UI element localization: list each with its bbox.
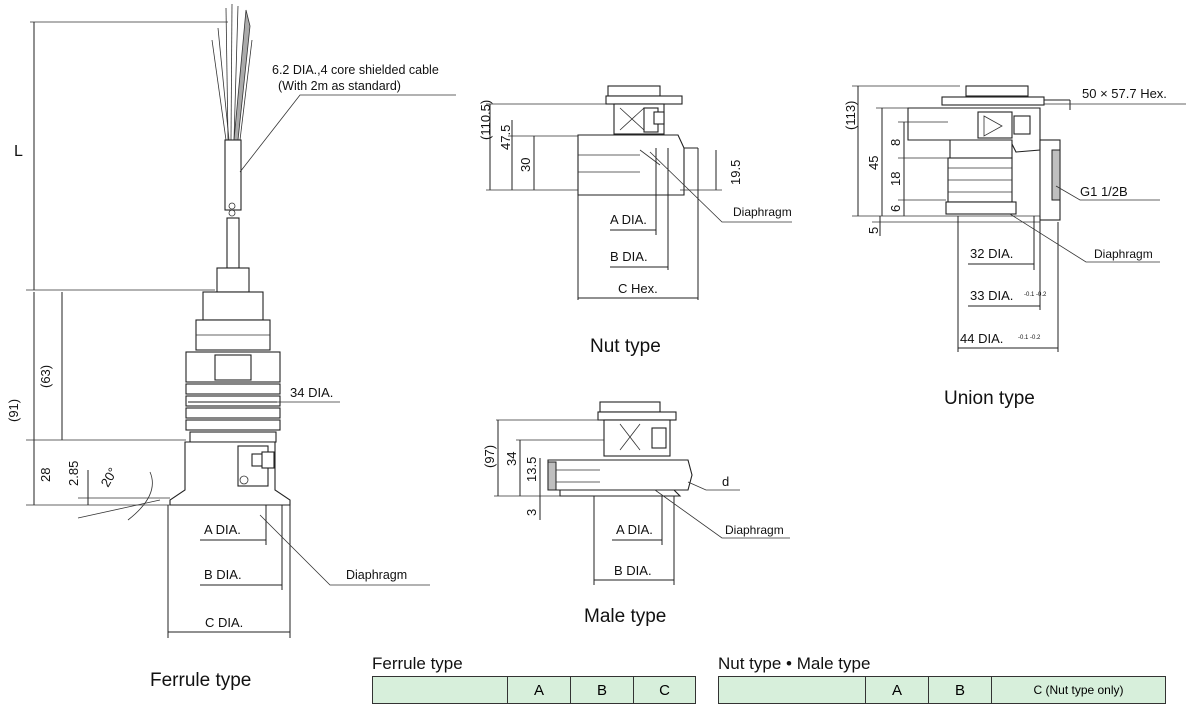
table-header-cell: C (Nut type only) [991, 676, 1166, 704]
union-dim-18: 18 [888, 172, 903, 186]
table-header-cell: A [507, 676, 571, 704]
cable-note-line2: (With 2m as standard) [278, 79, 401, 93]
nutmale-table-title: Nut type • Male type [718, 654, 871, 673]
union-dim-6: 6 [888, 205, 903, 212]
male-b-dia: B DIA. [614, 563, 652, 578]
union-dim-44dia: 44 DIA. [960, 331, 1003, 346]
union-dim-8: 8 [888, 139, 903, 146]
nut-type-title: Nut type [590, 336, 661, 357]
male-dim-135: 13.5 [524, 457, 539, 482]
ferrule-table-title: Ferrule type [372, 654, 463, 673]
ferrule-dim-91: (91) [6, 399, 21, 422]
union-thread-label: G1 1/2B [1080, 184, 1128, 199]
union-diaphragm-label: Diaphragm [1094, 247, 1153, 261]
union-dim-45: 45 [866, 156, 881, 170]
table-header-cell [718, 676, 866, 704]
table-header-cell [372, 676, 508, 704]
table-row: A B C [372, 676, 696, 704]
union-dim-44tol: -0.1 -0.2 [1018, 335, 1041, 341]
nut-b-dia: B DIA. [610, 249, 648, 264]
ferrule-b-dia: B DIA. [204, 567, 242, 582]
nut-dim-1105: (110.5) [478, 100, 493, 140]
union-dim-113: (113) [843, 101, 858, 130]
union-hex-label: 50 × 57.7 Hex. [1082, 86, 1167, 101]
nut-dim-195: 19.5 [728, 160, 743, 185]
nut-c-hex: C Hex. [618, 281, 658, 296]
union-dim-32dia: 32 DIA. [970, 246, 1013, 261]
table-header-cell: B [570, 676, 634, 704]
male-type-title: Male type [584, 606, 666, 627]
male-d-label: d [722, 474, 729, 489]
table-header-cell: B [928, 676, 992, 704]
ferrule-dim-34dia: 34 DIA. [290, 385, 333, 400]
table-row: A B C (Nut type only) [718, 676, 1166, 704]
ferrule-drawing [26, 3, 456, 638]
nut-a-dia: A DIA. [610, 212, 647, 227]
table-header-cell: A [865, 676, 929, 704]
ferrule-a-dia: A DIA. [204, 522, 241, 537]
ferrule-dim-285: 2.85 [66, 461, 81, 486]
male-dim-34: 34 [504, 452, 519, 466]
male-dim-3: 3 [524, 509, 539, 516]
ferrule-length-label: L [14, 143, 23, 160]
nut-diaphragm-label: Diaphragm [733, 205, 792, 219]
ferrule-diaphragm-label: Diaphragm [346, 568, 407, 582]
union-type-title: Union type [944, 388, 1035, 409]
ferrule-angle: 20° [98, 465, 121, 490]
nut-dim-475: 47.5 [498, 125, 513, 150]
ferrule-c-dia: C DIA. [205, 615, 243, 630]
union-dim-33tol: -0.1 -0.2 [1024, 292, 1047, 298]
male-drawing [494, 401, 790, 585]
table-header-cell: C [633, 676, 696, 704]
ferrule-table: A B C [372, 676, 696, 704]
nutmale-table: A B C (Nut type only) [718, 676, 1166, 704]
cable-note-line1: 6.2 DIA.,4 core shielded cable [272, 63, 439, 77]
ferrule-dim-28: 28 [38, 468, 53, 482]
union-drawing [852, 85, 1186, 352]
male-dim-97: (97) [482, 445, 497, 468]
ferrule-dim-63: (63) [38, 365, 53, 388]
union-dim-33dia: 33 DIA. [970, 288, 1013, 303]
nut-dim-30: 30 [518, 158, 533, 172]
nut-drawing [486, 85, 792, 300]
ferrule-type-title: Ferrule type [150, 670, 251, 691]
union-dim-5: 5 [866, 227, 881, 234]
male-a-dia: A DIA. [616, 522, 653, 537]
male-diaphragm-label: Diaphragm [725, 523, 784, 537]
